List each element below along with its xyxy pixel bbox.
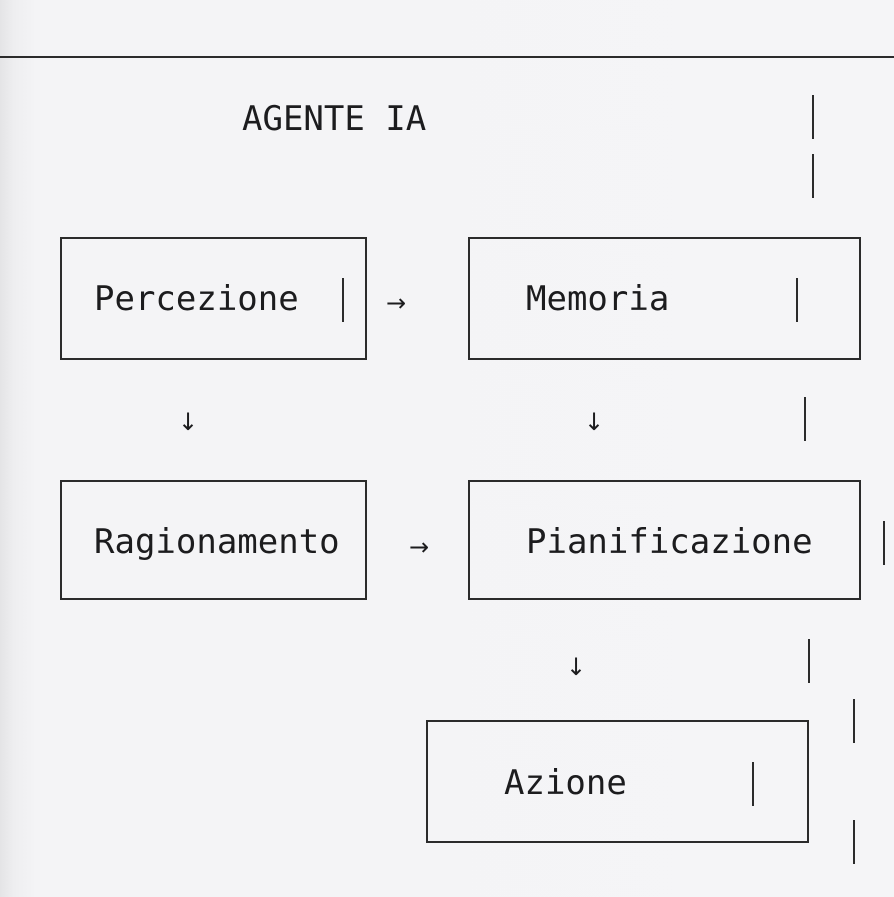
top-divider [0,56,894,58]
border-fragment [804,397,806,441]
arrow-down: ↓ [584,408,605,436]
box-inner-border [883,521,885,565]
arrow-down: ↓ [566,653,587,681]
box-inner-border [342,278,344,322]
border-fragment [853,820,855,864]
diagram-title: AGENTE IA [242,99,427,139]
node-planning-box [468,480,861,600]
border-fragment [812,95,814,139]
node-action-label: Azione [504,763,627,803]
arrow-down: ↓ [178,408,199,436]
node-planning-label: Pianificazione [526,522,813,562]
box-inner-border [796,278,798,322]
border-fragment [812,154,814,198]
arrow-right: → [409,533,430,561]
arrow-right: → [386,289,407,317]
box-inner-border [752,762,754,806]
node-action-box [426,720,809,843]
border-fragment [853,699,855,743]
border-fragment [808,639,810,683]
node-reasoning-box [60,480,367,600]
node-memory-box [468,237,861,360]
node-perception-label: Percezione [94,279,299,319]
node-reasoning-label: Ragionamento [94,522,340,562]
node-memory-label: Memoria [526,279,670,319]
node-perception-box [60,237,367,360]
